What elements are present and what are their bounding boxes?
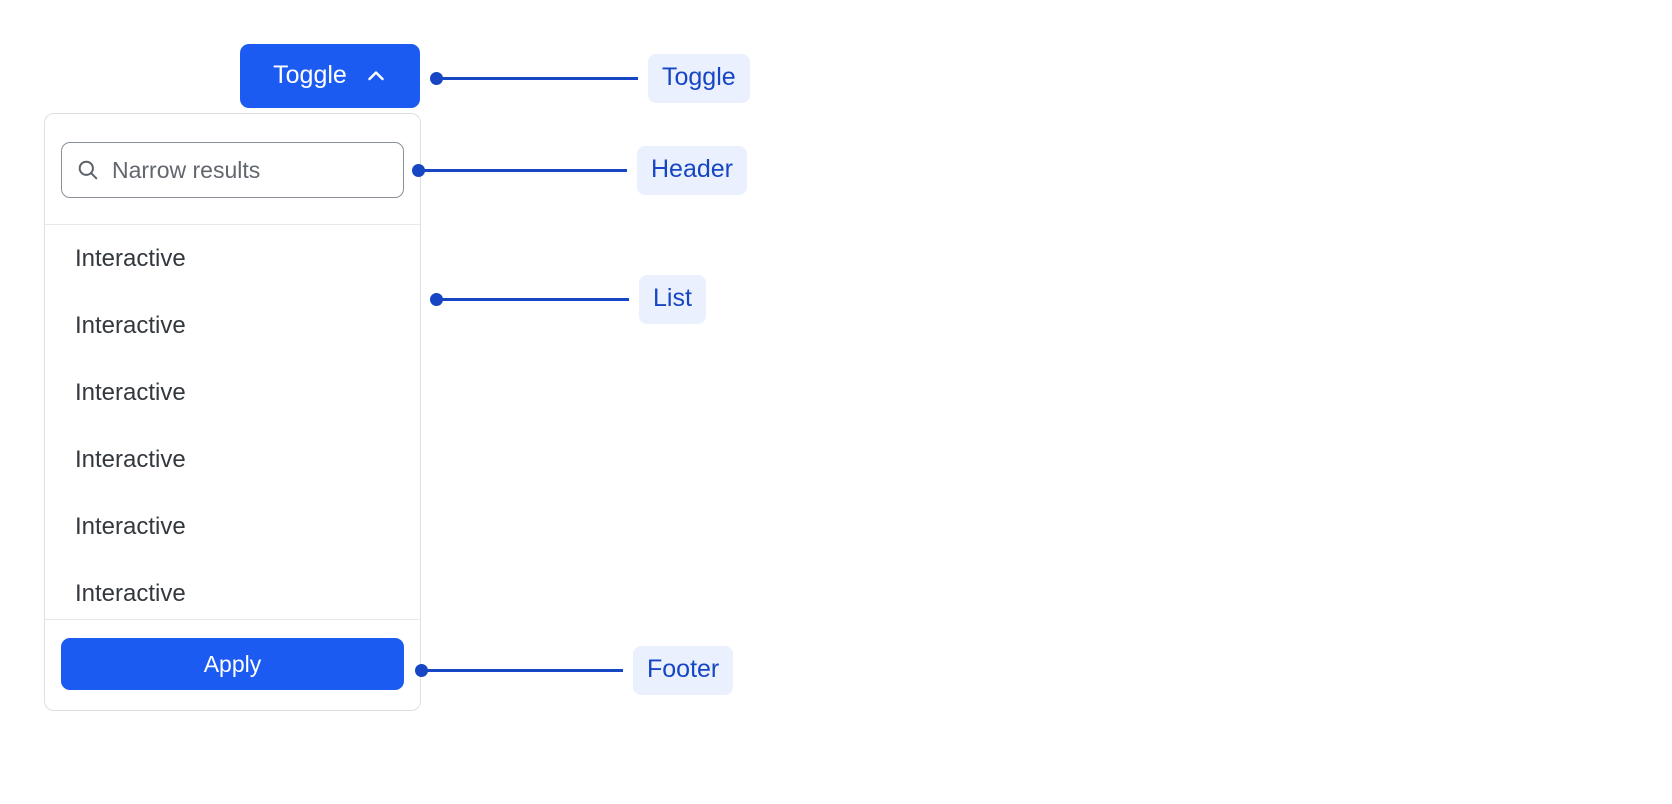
annotation-line xyxy=(442,297,629,301)
search-field[interactable] xyxy=(61,142,404,198)
list-item-label: Interactive xyxy=(75,512,186,540)
list-item[interactable]: Interactive xyxy=(45,359,420,426)
chevron-up-icon xyxy=(365,65,387,87)
list-item[interactable]: Interactive xyxy=(45,560,420,619)
annotation-label-header: Header xyxy=(637,145,747,195)
list-item-label: Interactive xyxy=(75,311,186,339)
list-item[interactable]: Interactive xyxy=(45,225,420,292)
annotation-label-toggle: Toggle xyxy=(648,53,750,103)
search-input[interactable] xyxy=(112,156,389,184)
search-icon xyxy=(76,158,100,182)
list-item-label: Interactive xyxy=(75,445,186,473)
annotation-dot xyxy=(430,292,443,306)
dropdown-header xyxy=(45,114,420,225)
annotation-line xyxy=(427,668,623,672)
annotation-label-footer: Footer xyxy=(633,645,734,695)
apply-button[interactable]: Apply xyxy=(61,638,404,690)
list-item[interactable]: Interactive xyxy=(45,426,420,493)
annotation-line xyxy=(424,168,627,172)
annotation-label-list: List xyxy=(639,274,706,324)
annotation-dot xyxy=(412,163,425,177)
list-item[interactable]: Interactive xyxy=(45,292,420,359)
annotation-line xyxy=(442,76,638,80)
list-item-label: Interactive xyxy=(75,244,186,272)
annotation-dot xyxy=(430,71,443,85)
list-item[interactable]: Interactive xyxy=(45,493,420,560)
annotation-dot xyxy=(415,663,428,677)
dropdown-list: Interactive Interactive Interactive Inte… xyxy=(45,225,420,619)
toggle-button-label: Toggle xyxy=(273,60,347,89)
dropdown-footer: Apply xyxy=(45,619,420,710)
list-item-label: Interactive xyxy=(75,378,186,406)
dropdown-panel: Interactive Interactive Interactive Inte… xyxy=(44,113,421,711)
list-item-label: Interactive xyxy=(75,579,186,607)
toggle-button[interactable]: Toggle xyxy=(240,44,420,108)
